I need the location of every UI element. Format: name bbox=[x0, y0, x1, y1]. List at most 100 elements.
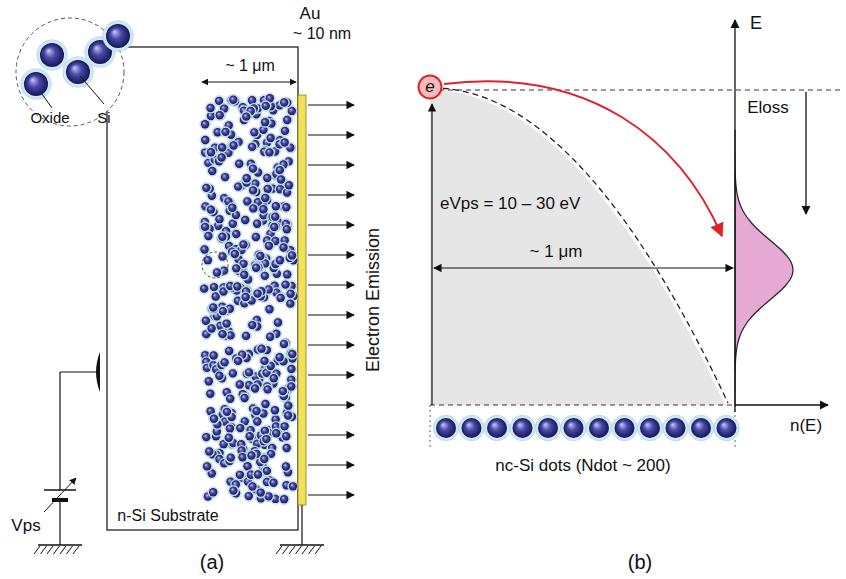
oxide-shell bbox=[217, 142, 228, 153]
oxide-shell bbox=[244, 431, 255, 442]
si-core bbox=[251, 384, 259, 392]
si-core bbox=[538, 418, 558, 438]
oxide-shell bbox=[220, 126, 231, 137]
si-core bbox=[234, 357, 242, 365]
si-core bbox=[286, 289, 294, 297]
si-core bbox=[217, 153, 225, 161]
oxide-shell bbox=[220, 172, 231, 183]
oxide-shell bbox=[251, 406, 262, 417]
si-core bbox=[280, 495, 288, 503]
si-core bbox=[218, 252, 226, 260]
label-text: ~ 1 μm bbox=[530, 243, 583, 262]
label-text: n(E) bbox=[790, 417, 822, 436]
si-core bbox=[269, 479, 277, 487]
oxide-shell bbox=[200, 135, 211, 146]
oxide-shell bbox=[205, 388, 216, 399]
si-core bbox=[462, 418, 482, 438]
oxide-shell bbox=[216, 152, 227, 163]
oxide-shell bbox=[274, 165, 285, 176]
emission-arrow bbox=[308, 374, 354, 375]
ground-hatch bbox=[289, 546, 295, 554]
oxide-shell bbox=[227, 140, 238, 151]
dotted-guide bbox=[430, 405, 431, 448]
si-core bbox=[284, 411, 292, 419]
si-core bbox=[226, 424, 234, 432]
oxide-shell bbox=[278, 386, 289, 397]
si-core bbox=[233, 282, 241, 290]
ground-hatch bbox=[73, 546, 79, 554]
si-core bbox=[280, 422, 288, 430]
oxide-shell bbox=[250, 383, 261, 394]
si-core bbox=[106, 24, 130, 48]
si-core bbox=[226, 394, 234, 402]
density-axis bbox=[735, 404, 828, 405]
si-core bbox=[717, 418, 737, 438]
oxide-shell bbox=[275, 255, 286, 266]
si-core bbox=[289, 482, 297, 490]
oxide-shell bbox=[285, 288, 296, 299]
oxide-shell bbox=[206, 147, 217, 158]
emission-arrow bbox=[308, 434, 354, 435]
oxide-shell bbox=[256, 343, 267, 354]
ground-bar bbox=[280, 544, 324, 546]
si-core bbox=[249, 164, 257, 172]
oxide-shell bbox=[279, 494, 290, 505]
ground-hatch bbox=[34, 546, 40, 554]
oxide-shell bbox=[209, 413, 220, 424]
emission-arrow bbox=[308, 314, 354, 315]
oxide-shell bbox=[205, 147, 216, 158]
si-core bbox=[205, 447, 213, 455]
label-text: Eloss bbox=[747, 99, 789, 118]
si-core bbox=[206, 390, 214, 398]
si-core bbox=[229, 486, 237, 494]
oxide-shell bbox=[484, 415, 510, 441]
oxide-shell bbox=[251, 262, 262, 273]
oxide-shell bbox=[265, 331, 276, 342]
ground-hatch bbox=[47, 546, 53, 554]
si-core bbox=[222, 319, 230, 327]
si-core bbox=[231, 250, 239, 258]
energy-axis bbox=[734, 20, 735, 412]
label-text: Vps bbox=[11, 517, 40, 536]
si-core bbox=[240, 271, 248, 279]
si-core bbox=[253, 417, 261, 425]
emission-arrow bbox=[308, 284, 354, 285]
oxide-shell bbox=[201, 432, 212, 443]
ground-bar bbox=[38, 544, 82, 546]
si-core bbox=[235, 160, 243, 168]
oxide-shell bbox=[206, 204, 217, 215]
si-core bbox=[265, 148, 273, 156]
dashed-level bbox=[430, 405, 735, 406]
si-core bbox=[204, 256, 212, 264]
oxide-shell bbox=[282, 269, 293, 280]
si-core bbox=[263, 174, 271, 182]
si-core bbox=[249, 186, 257, 194]
si-core bbox=[239, 240, 247, 248]
oxide-shell bbox=[278, 242, 289, 253]
oxide-shell bbox=[612, 415, 638, 441]
oxide-shell bbox=[688, 415, 714, 441]
ground-hatch bbox=[315, 546, 321, 554]
ground-hatch bbox=[296, 546, 302, 554]
emission-arrow bbox=[308, 224, 354, 225]
oxide-shell bbox=[255, 251, 266, 262]
si-core bbox=[277, 175, 285, 183]
node-text: e bbox=[425, 77, 434, 97]
energy-arrow bbox=[431, 104, 432, 405]
oxide-shell bbox=[227, 202, 238, 213]
emission-arrow bbox=[308, 104, 354, 105]
si-core bbox=[215, 215, 223, 223]
wire bbox=[60, 372, 100, 545]
si-core bbox=[691, 418, 711, 438]
si-core bbox=[218, 143, 226, 151]
oxide-shell bbox=[283, 400, 294, 411]
oxide-shell bbox=[247, 481, 258, 492]
oxide-shell bbox=[262, 384, 273, 395]
oxide-shell bbox=[270, 211, 281, 222]
si-core bbox=[285, 181, 293, 189]
si-core bbox=[279, 243, 287, 251]
oxide-shell bbox=[228, 140, 239, 151]
oxide-shell bbox=[219, 357, 230, 368]
si-core bbox=[221, 173, 229, 181]
